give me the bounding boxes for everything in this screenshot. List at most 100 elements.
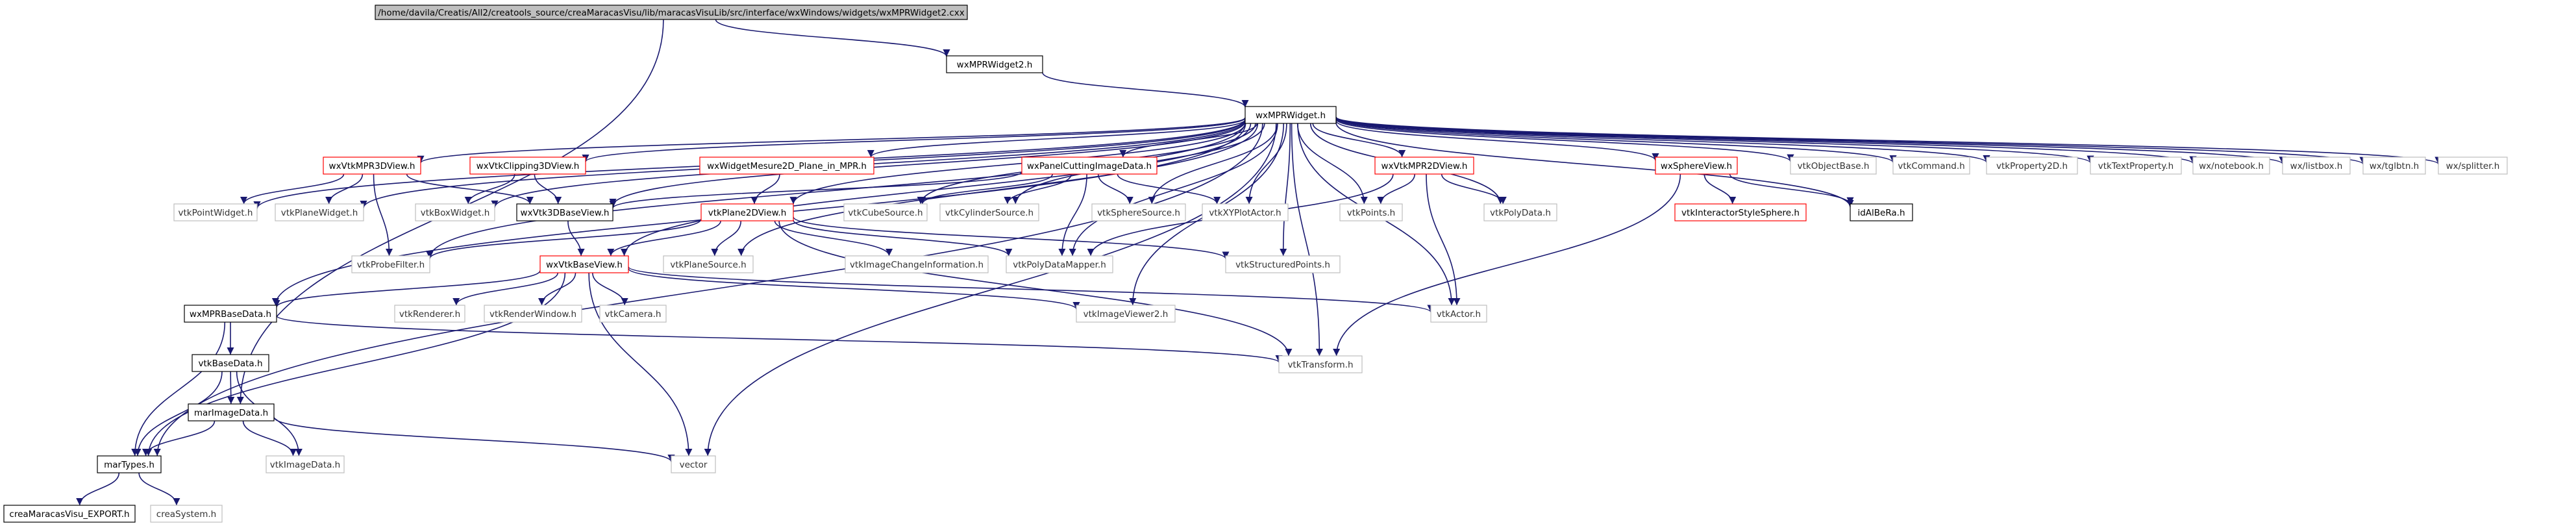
edge-wxMPRWidget_h-to-wxWidgetMesure2D_h [867, 119, 1246, 158]
edge-wxVtkMPR2DView_h-to-vtkPoints_h [1377, 173, 1415, 205]
edge-wxMPRWidget_h-to-wx_splitter_h [1335, 116, 2442, 165]
node-label-vtkProbeFilter_h: vtkProbeFilter.h [357, 260, 425, 270]
edge-wxMPRWidget_h-to-vtkSphereSource_h [1148, 123, 1278, 205]
node-box-wxMPRWidget_h [1245, 106, 1337, 124]
node-label-vtkPointWidget_h: vtkPointWidget.h [178, 208, 253, 218]
node-label-vtkTransform_h: vtkTransform.h [1287, 360, 1353, 370]
node-label-vtkPlaneWidget_h: vtkPlaneWidget.h [281, 208, 358, 218]
edge-wxMPRWidget_h-to-wxVtk3DBaseView_h [609, 121, 1246, 207]
node-label-wxVtkBaseView_h: wxVtkBaseView.h [546, 260, 623, 270]
node-vtkImageViewer2_h: vtkImageViewer2.h [1076, 305, 1176, 323]
node-wxWidgetMesure2D_h[interactable]: wxWidgetMesure2D_Plane_in_MPR.h [699, 157, 874, 175]
node-vtkPointWidget_h: vtkPointWidget.h [173, 203, 258, 221]
edge-wxMPRWidget_h-to-idAlBeRa_h [1335, 122, 1854, 208]
node-wxMPRBaseData_h[interactable]: wxMPRBaseData.h [184, 305, 277, 323]
node-box-vtkTextProperty_h [2090, 157, 2182, 175]
node-vtkImageData_h: vtkImageData.h [266, 455, 345, 473]
node-label-vtkImageData_h: vtkImageData.h [270, 460, 340, 470]
node-box-vtkXYPlotActor_h [1202, 203, 1289, 221]
node-marImageData_h[interactable]: marImageData.h [188, 403, 275, 421]
edge-wxMPRWidget_h-to-vtkPoints_h [1296, 123, 1368, 205]
node-idAlBeRa_h[interactable]: idAlBeRa.h [1850, 203, 1913, 221]
node-box-vtkCommand_h [1892, 157, 1970, 175]
node-box-vtkInteractorStyleSphere_h [1674, 203, 1807, 221]
node-vtkPlane2DView_h[interactable]: vtkPlane2DView.h [700, 203, 794, 221]
edge-vtkPlane2DView_h-to-vtkProbeFilter_h [426, 218, 702, 259]
node-label-vtkCylinderSource_h: vtkCylinderSource.h [945, 208, 1034, 218]
node-wxVtkMPR2DView_h[interactable]: wxVtkMPR2DView.h [1374, 157, 1474, 175]
node-box-wx_notebook_h [2192, 157, 2270, 175]
edge-wxWidgetMesure2D_h-to-vtkPlane2DView_h [750, 173, 780, 205]
edge-wxVtkBaseView_h-to-vtkImageViewer2_h [628, 268, 1080, 310]
node-vtkObjectBase_h: vtkObjectBase.h [1790, 157, 1877, 175]
node-label-wxVtkMPR3DView_h: wxVtkMPR3DView.h [329, 161, 415, 171]
node-box-vtkPolyDataMapper_h [1006, 255, 1113, 273]
edge-wxMPRWidget_h-to-marTypes_h [153, 123, 1263, 457]
node-label-wxVtkClipping3DView_h: wxVtkClipping3DView.h [477, 161, 580, 171]
edge-wxMPRWidget2_h-to-wxMPRWidget_h [1042, 72, 1249, 108]
node-box-vtkCubeSource_h [843, 203, 928, 221]
edge-wxVtkMPR2DView_h-to-vtkActor_h [1426, 173, 1461, 306]
node-label-vtkPolyDataMapper_h: vtkPolyDataMapper.h [1013, 260, 1106, 270]
node-wxSphereView_h[interactable]: wxSphereView.h [1655, 157, 1738, 175]
node-wx_tglbtn_h: wx/tglbtn.h [2362, 157, 2426, 175]
node-label-vtkObjectBase_h: vtkObjectBase.h [1798, 161, 1870, 171]
node-box-creaSystem_h [150, 505, 223, 523]
node-label-vtkRenderer_h: vtkRenderer.h [399, 309, 460, 320]
edge-wxVtkBaseView_h-to-vtkRenderWindow_h [538, 272, 576, 306]
node-box-vtkTransform_h [1278, 355, 1363, 373]
edge-wxMPRBaseData_h-to-vtkTransform_h [276, 315, 1283, 363]
node-vtkInteractorStyleSphere_h[interactable]: vtkInteractorStyleSphere.h [1674, 203, 1807, 221]
edge-wxVtkBaseView_h-to-vector [588, 272, 693, 457]
node-wxVtkMPR3DView_h[interactable]: wxVtkMPR3DView.h [323, 157, 421, 175]
node-label-vtkImageChangeInformation_h: vtkImageChangeInformation.h [850, 260, 984, 270]
node-vtkPolyDataMapper_h: vtkPolyDataMapper.h [1006, 255, 1113, 273]
edge-wxMPRWidget_h-to-vtkTransform_h [1291, 123, 1323, 357]
node-label-vtkCubeSource_h: vtkCubeSource.h [848, 208, 923, 218]
node-marTypes_h[interactable]: marTypes.h [97, 455, 162, 473]
node-label-vtkProperty2D_h: vtkProperty2D.h [1996, 161, 2068, 171]
node-label-marTypes_h: marTypes.h [104, 460, 155, 470]
edge-wxPanelCuttingImageData_h-to-vtkCylinderSource_h [1004, 173, 1072, 205]
node-label-vtkPlane2DView_h: vtkPlane2DView.h [708, 208, 787, 218]
node-root[interactable]: /home/davila/Creatis/All2/creatools_sour… [375, 5, 968, 20]
node-box-vtkCylinderSource_h [939, 203, 1039, 221]
edge-wxSphereView_h-to-idAlBeRa_h [1729, 173, 1854, 205]
node-box-wxVtkMPR3DView_h [323, 157, 421, 175]
node-wxPanelCuttingImageData_h[interactable]: wxPanelCuttingImageData.h [1021, 157, 1158, 175]
node-vtkPoints_h: vtkPoints.h [1339, 203, 1403, 221]
node-label-wxVtkMPR2DView_h: wxVtkMPR2DView.h [1381, 161, 1468, 171]
node-wx_notebook_h: wx/notebook.h [2192, 157, 2270, 175]
node-label-wx_notebook_h: wx/notebook.h [2199, 161, 2264, 171]
edge-vtkPlane2DView_h-to-wxVtkBaseView_h [607, 220, 721, 257]
node-box-marImageData_h [188, 403, 275, 421]
node-vtkTextProperty_h: vtkTextProperty.h [2090, 157, 2182, 175]
node-vtkCylinderSource_h: vtkCylinderSource.h [939, 203, 1039, 221]
node-creaMaracasVisu_EXPORT_h[interactable]: creaMaracasVisu_EXPORT.h [3, 505, 136, 523]
node-wx_listbox_h: wx/listbox.h [2282, 157, 2351, 175]
edge-wxMPRWidget_h-to-vtkStructuredPoints_h [1280, 123, 1291, 257]
edge-wxMPRWidget_h-to-vtkTextProperty_h [1335, 117, 2094, 164]
node-wxMPRWidget2_h[interactable]: wxMPRWidget2.h [946, 55, 1043, 73]
node-layer: /home/davila/Creatis/All2/creatools_sour… [3, 5, 2508, 523]
node-wxMPRWidget_h[interactable]: wxMPRWidget.h [1245, 106, 1337, 124]
node-label-vtkImageViewer2_h: vtkImageViewer2.h [1084, 309, 1169, 320]
edge-wxVtkClipping3DView_h-to-vtkBoxWidget_h [464, 173, 515, 205]
edge-wxMPRWidget_h-to-wx_notebook_h [1335, 117, 2197, 164]
node-label-wxMPRWidget_h: wxMPRWidget.h [1256, 110, 1326, 121]
node-box-idAlBeRa_h [1850, 203, 1913, 221]
node-wxVtkBaseView_h[interactable]: wxVtkBaseView.h [539, 255, 629, 273]
node-label-wxMPRBaseData_h: wxMPRBaseData.h [190, 309, 271, 320]
node-vtkCommand_h: vtkCommand.h [1892, 157, 1970, 175]
node-label-wxPanelCuttingImageData_h: wxPanelCuttingImageData.h [1027, 161, 1152, 171]
node-wxVtk3DBaseView_h[interactable]: wxVtk3DBaseView.h [516, 203, 613, 221]
edge-wxPanelCuttingImageData_h-to-vtkPolyDataMapper_h [1058, 173, 1087, 257]
node-label-wx_tglbtn_h: wx/tglbtn.h [2370, 161, 2419, 171]
node-vtkStructuredPoints_h: vtkStructuredPoints.h [1225, 255, 1341, 273]
node-vtkCamera_h: vtkCamera.h [599, 305, 667, 323]
node-wxVtkClipping3DView_h[interactable]: wxVtkClipping3DView.h [469, 157, 586, 175]
edge-vtkBaseData_h-to-marImageData_h [227, 371, 235, 405]
node-vtkBaseData_h[interactable]: vtkBaseData.h [192, 354, 269, 372]
node-box-vtkImageChangeInformation_h [845, 255, 989, 273]
node-box-vtkProperty2D_h [1986, 157, 2078, 175]
